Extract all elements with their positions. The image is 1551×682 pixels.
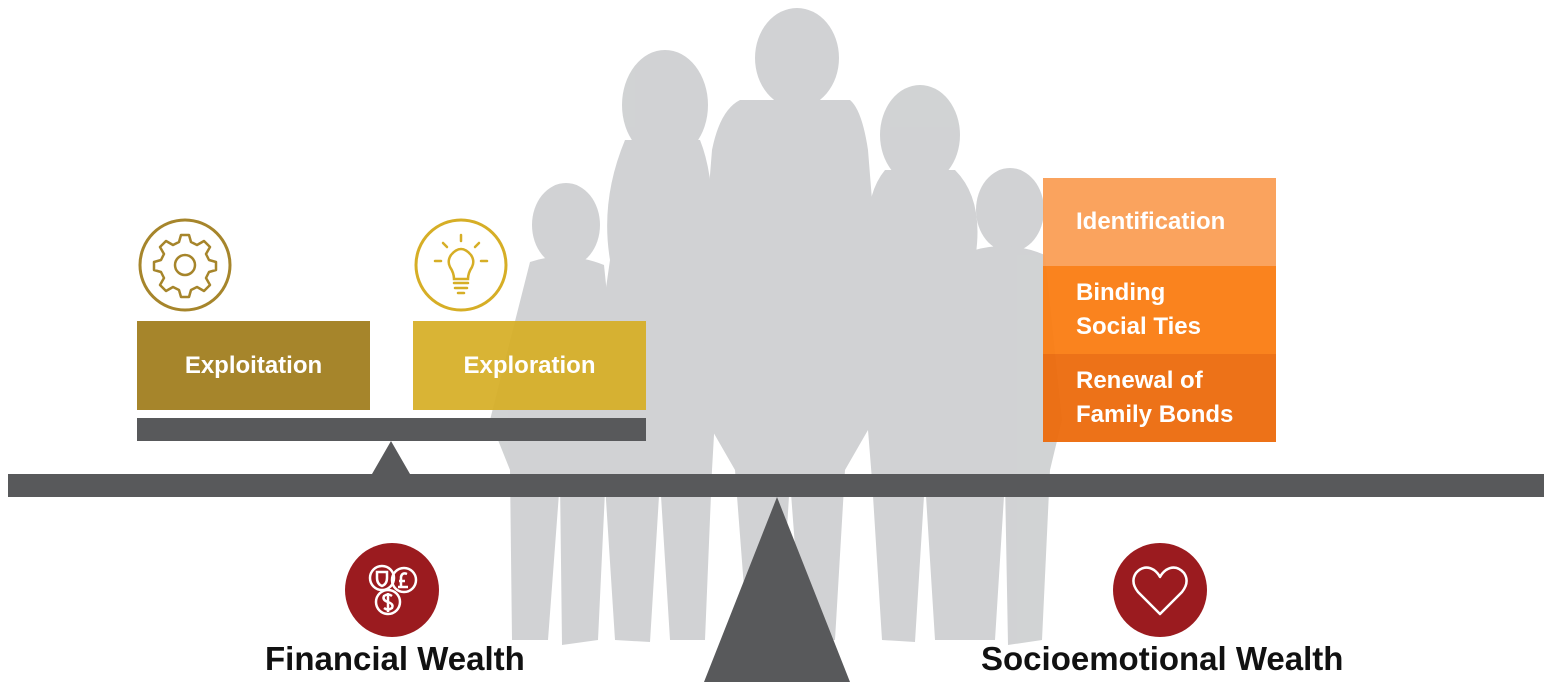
identification-label: Identification <box>1076 208 1226 235</box>
exploitation-label: Exploitation <box>184 351 323 379</box>
binding-label-line2: Social Ties <box>1076 313 1201 340</box>
financial-wealth-caption: Financial Wealth <box>265 640 525 677</box>
exploration-label: Exploration <box>463 351 596 379</box>
exploration-box: Exploration <box>413 321 646 410</box>
main-balance-beam <box>8 474 1544 497</box>
renewal-label-line2: Family Bonds <box>1076 401 1234 428</box>
small-fulcrum <box>372 441 410 474</box>
renewal-family-bonds-block: Renewal of Family Bonds <box>1043 354 1276 442</box>
coins-icon <box>345 543 439 637</box>
socioemotional-wealth-caption: Socioemotional Wealth <box>981 640 1344 677</box>
exploitation-box: Exploitation <box>137 321 370 410</box>
identification-block: Identification <box>1043 178 1276 266</box>
binding-label-line1: Binding <box>1076 279 1166 306</box>
binding-social-ties-block: Binding Social Ties <box>1043 266 1276 354</box>
main-fulcrum <box>704 497 850 682</box>
lightbulb-icon <box>414 218 508 312</box>
renewal-label-line1: Renewal of <box>1076 367 1203 394</box>
small-balance-beam <box>137 418 646 441</box>
gear-icon <box>138 218 232 312</box>
heart-icon <box>1113 543 1207 637</box>
